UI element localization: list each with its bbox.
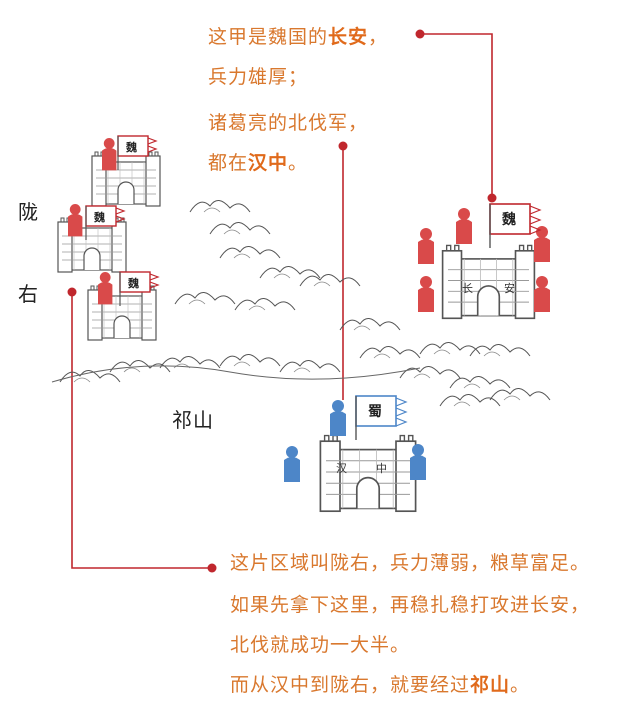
top-text-line-4: 都在汉中。 bbox=[208, 152, 309, 174]
banner-wei-longyou-3: 魏 bbox=[127, 276, 139, 290]
connector-changan bbox=[415, 29, 497, 203]
bottom-text-line-2: 如果先拿下这里，再稳扎稳打攻进长安， bbox=[230, 594, 591, 616]
bottom-text-line-1: 这片区域叫陇右，兵力薄弱，粮草富足。 bbox=[230, 552, 591, 574]
banner-wei-longyou-1: 魏 bbox=[125, 140, 137, 154]
fort-changan: 魏 长 安 bbox=[418, 203, 550, 320]
top-text-line-3: 诸葛亮的北伐军， bbox=[208, 112, 369, 134]
gate-hanzhong-left: 汉 bbox=[336, 462, 347, 475]
label-qishan: 祁山 bbox=[172, 408, 214, 432]
mountains bbox=[51, 199, 551, 407]
fort-longyou-1: 魏 bbox=[91, 135, 161, 207]
top-text-line-1: 这甲是魏国的长安， bbox=[208, 26, 389, 48]
banner-wei-longyou-2: 魏 bbox=[93, 210, 105, 224]
fort-longyou-2: 魏 bbox=[57, 204, 127, 273]
bottom-text-line-4: 而从汉中到陇右，就要经过祁山。 bbox=[230, 674, 531, 696]
connector-hanzhong bbox=[338, 141, 348, 400]
top-text-line-2: 兵力雄厚； bbox=[208, 66, 309, 88]
gate-changan-left: 长 bbox=[462, 282, 473, 295]
banner-wei-changan: 魏 bbox=[501, 211, 516, 228]
fort-longyou-3: 魏 bbox=[87, 271, 160, 341]
banner-shu-hanzhong: 蜀 bbox=[368, 404, 382, 420]
fort-hanzhong: 蜀 汉 中 bbox=[284, 395, 426, 513]
bottom-text-line-3: 北伐就成功一大半。 bbox=[230, 634, 411, 656]
label-longyou-2: 右 bbox=[18, 282, 39, 306]
gate-hanzhong-right: 中 bbox=[376, 462, 387, 475]
connector-longyou bbox=[67, 287, 217, 573]
gate-changan-right: 安 bbox=[504, 281, 515, 295]
label-longyou-1: 陇 bbox=[18, 200, 39, 224]
